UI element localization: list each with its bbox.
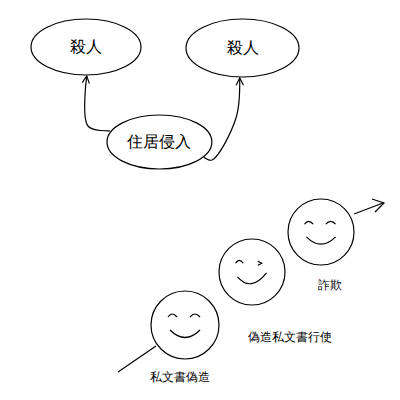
face-eye: [258, 261, 262, 265]
face-label: 偽造私文書行使: [248, 330, 332, 344]
exit-arrowhead: [372, 199, 384, 212]
face-mouth: [306, 237, 335, 244]
face-outline: [286, 198, 356, 266]
face-eye: [235, 260, 243, 263]
oval-node: 住居侵入: [106, 114, 213, 170]
face-circle: [151, 291, 219, 359]
oval-node: 殺人: [30, 18, 142, 76]
connector-arrow: [85, 76, 110, 131]
face-node: 偽造私文書行使: [217, 238, 287, 306]
node-label: 住居侵入: [127, 132, 191, 151]
face-eye: [190, 314, 200, 317]
face-node: 私文書偽造: [150, 290, 220, 360]
face-mouth: [170, 330, 200, 338]
face-eye: [326, 221, 336, 224]
oval-border: [107, 115, 212, 169]
node-label: 殺人: [227, 38, 259, 57]
oval-border: [186, 19, 299, 77]
face-node: 詐欺: [286, 198, 356, 266]
face-label: 私文書偽造: [150, 370, 210, 384]
face-drawing: [288, 199, 354, 265]
face-label: 詐欺: [318, 278, 342, 292]
face-drawing: [219, 239, 285, 305]
face-eye: [304, 221, 313, 224]
face-mouth: [237, 273, 266, 284]
face-eye: [168, 314, 177, 317]
face-outline: [150, 290, 220, 360]
face-circle: [219, 239, 285, 305]
face-drawing: [151, 291, 219, 359]
face-circle: [288, 199, 354, 265]
face-outline: [217, 238, 287, 306]
node-label: 殺人: [70, 37, 102, 56]
entry-stroke: [118, 346, 156, 372]
oval-node: 殺人: [185, 18, 300, 78]
oval-border: [31, 19, 141, 75]
